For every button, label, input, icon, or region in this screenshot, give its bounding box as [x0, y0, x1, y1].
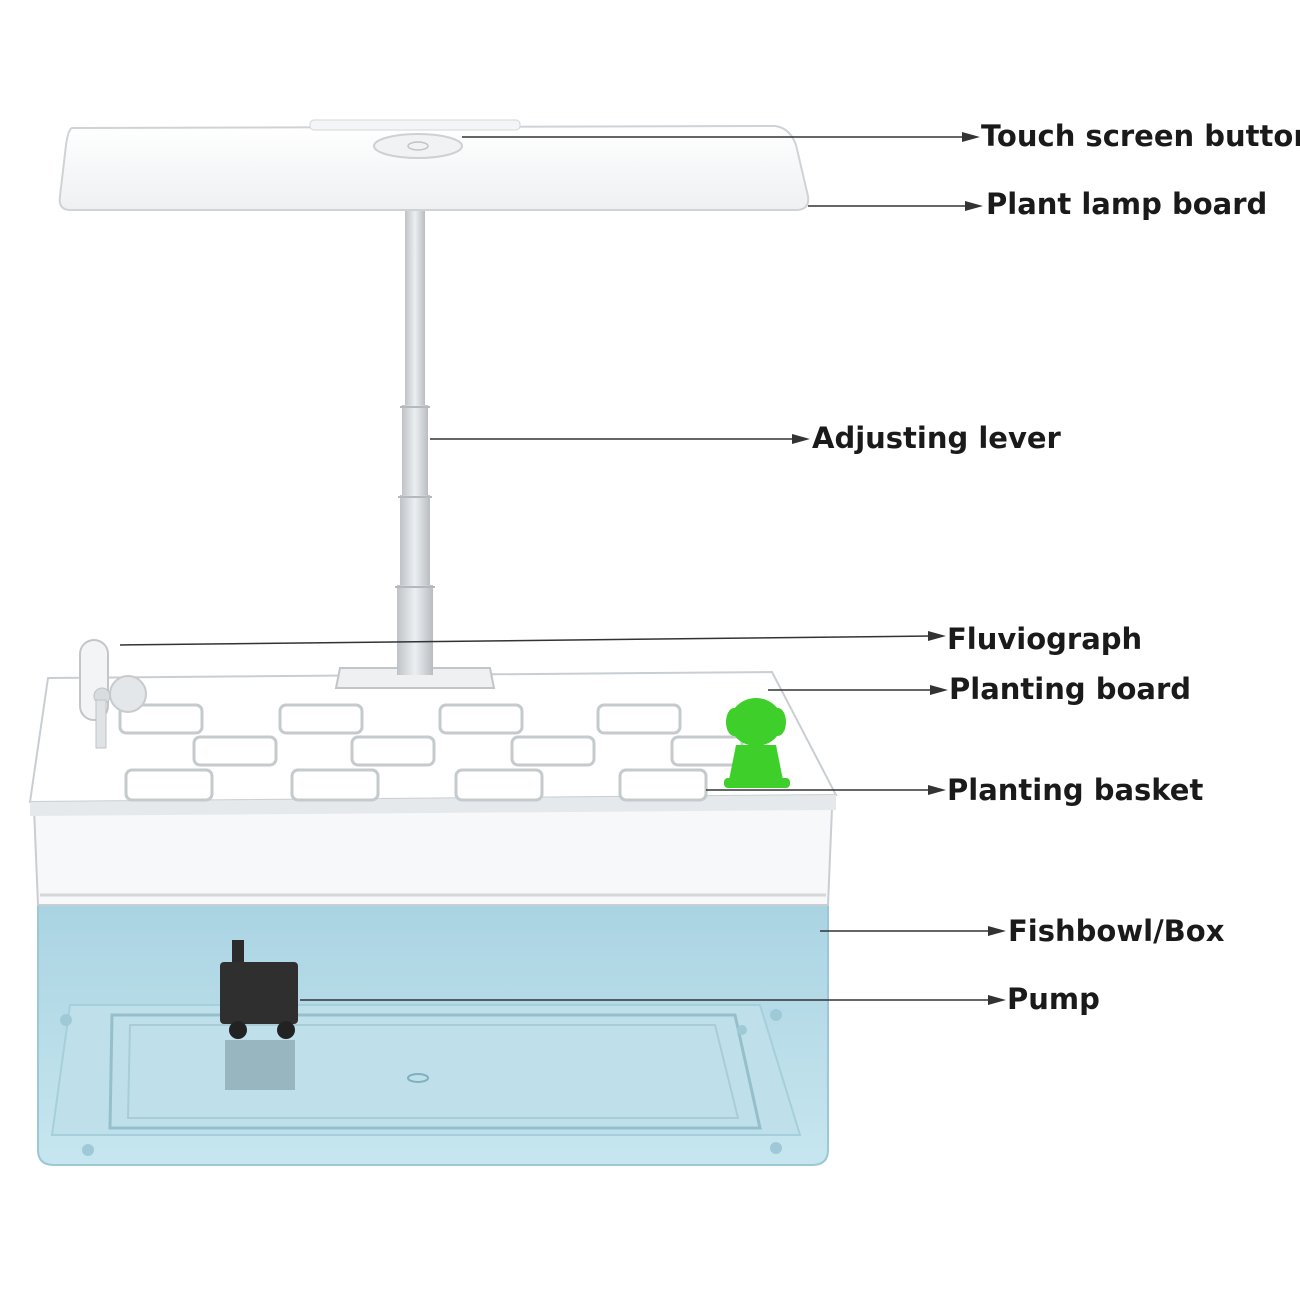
label-fishbowl-box: Fishbowl/Box: [1008, 914, 1225, 948]
label-touch-screen-button: Touch screen button: [981, 119, 1300, 153]
label-adjusting-lever: Adjusting lever: [812, 421, 1061, 455]
label-planting-basket: Planting basket: [947, 773, 1204, 807]
label-plant-lamp-board: Plant lamp board: [986, 187, 1268, 221]
pump: [220, 940, 298, 1090]
fluviograph: [79, 639, 147, 749]
adjusting-lever: [395, 210, 435, 675]
label-pump: Pump: [1007, 982, 1100, 1016]
lever-base: [334, 667, 496, 689]
figurine: [724, 698, 790, 788]
label-planting-board: Planting board: [949, 672, 1192, 706]
fishbowl-box: [37, 894, 829, 1166]
planting-baskets: [118, 703, 744, 802]
callout-lines: [119, 132, 1006, 1005]
plant-lamp-board: [58, 119, 810, 211]
label-fluviograph: Fluviograph: [947, 622, 1143, 656]
